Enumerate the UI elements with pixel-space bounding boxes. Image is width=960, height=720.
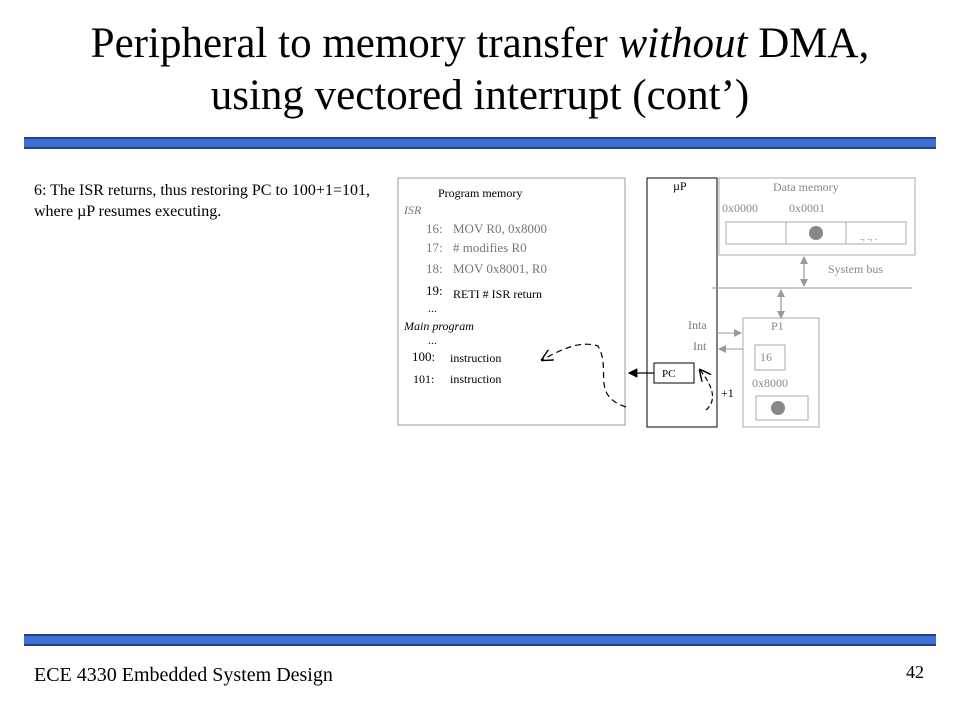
title-line1-a: Peripheral to memory transfer: [90, 20, 619, 67]
title-line2: using vectored interrupt (cont’): [210, 72, 750, 119]
int-label: Int: [693, 339, 707, 353]
title-line1-b: DMA,: [747, 20, 870, 67]
data-memory-dots: ., ., .: [860, 232, 878, 243]
peripheral-register: [754, 344, 786, 371]
step-description: 6: The ISR returns, thus restoring PC to…: [34, 182, 370, 220]
inta-label: Inta: [688, 318, 707, 332]
main-line-101: instruction: [450, 372, 501, 386]
isr-line-18: MOV 0x8001, R0: [453, 261, 547, 276]
page-number: 42: [906, 662, 924, 682]
data-memory-value-dot: [809, 226, 823, 240]
system-bus-label: System bus: [828, 262, 883, 276]
footer-divider: [24, 634, 936, 646]
main-line-100: instruction: [450, 351, 501, 365]
isr-label: ISR: [403, 203, 422, 217]
isr-addr-16: 16:: [426, 221, 443, 236]
data-addr-0: 0x0000: [722, 201, 758, 215]
main-ellipsis: ...: [428, 333, 437, 347]
data-addr-1: 0x0001: [789, 201, 825, 215]
isr-addr-17: 17:: [426, 240, 443, 255]
pc-label: PC: [662, 368, 675, 380]
processor-label: µP: [673, 179, 687, 193]
slide-title: Peripheral to memory transfer without DM…: [0, 18, 960, 122]
program-memory-label: Program memory: [438, 186, 522, 200]
isr-line-17: # modifies R0: [453, 240, 527, 255]
peripheral-data-dot: [771, 401, 785, 415]
isr-line-19: RETI # ISR return: [453, 287, 542, 301]
isr-ellipsis: ...: [428, 301, 437, 315]
isr-addr-19: 19:: [426, 283, 443, 298]
program-memory-box: [397, 177, 626, 426]
peripheral-addr: 0x8000: [752, 376, 788, 390]
main-addr-100: 100:: [412, 349, 435, 364]
title-line1-emphasis: without: [618, 20, 748, 67]
isr-addr-18: 18:: [426, 261, 443, 276]
peripheral-label: P1: [771, 319, 784, 333]
return-dashed-arrow: [542, 343, 627, 408]
peripheral-value: 16: [760, 350, 772, 364]
processor-box: [646, 177, 718, 428]
data-memory-label: Data memory: [773, 180, 839, 194]
course-name: ECE 4330 Embedded System Design: [34, 664, 333, 686]
increment-dashed-arrow: [700, 370, 714, 411]
isr-line-16: MOV R0, 0x8000: [453, 221, 547, 236]
main-program-label: Main program: [403, 319, 474, 333]
plus-one-label: +1: [721, 386, 734, 400]
main-addr-101: 101:: [413, 372, 434, 386]
title-divider: [24, 137, 936, 149]
